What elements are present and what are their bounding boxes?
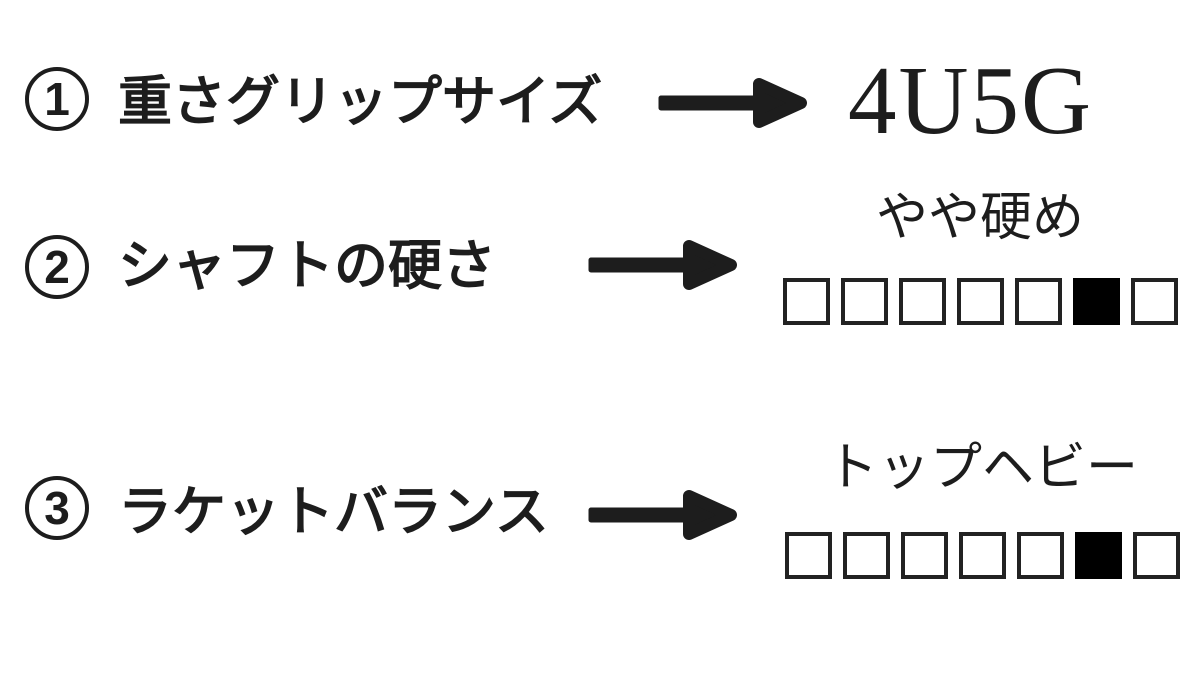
arrow-right-icon bbox=[588, 240, 737, 290]
scale-box bbox=[842, 532, 890, 579]
shaft-stiffness-result: やや硬め bbox=[770, 190, 1190, 325]
scale-box-filled bbox=[1072, 278, 1120, 325]
scale-box-filled bbox=[1074, 532, 1122, 579]
racket-balance-result: トップヘビー bbox=[772, 440, 1192, 579]
spec-value-shaft-stiffness: やや硬め bbox=[875, 189, 1084, 247]
scale-box bbox=[840, 278, 888, 325]
scale-box bbox=[1014, 278, 1062, 325]
item-number-circle-1: 1 bbox=[25, 67, 89, 131]
arrow-right-icon bbox=[588, 490, 737, 540]
scale-box bbox=[1130, 278, 1178, 325]
spec-label-racket-balance: ラケットバランス bbox=[118, 482, 549, 542]
spec-label-shaft-stiffness: シャフトの硬さ bbox=[118, 236, 496, 296]
spec-value-racket-balance: トップヘビー bbox=[825, 439, 1138, 497]
scale-box bbox=[1132, 532, 1180, 579]
scale-box bbox=[898, 278, 946, 325]
scale-box bbox=[784, 532, 832, 579]
scale-box bbox=[958, 532, 1006, 579]
spec-value-weight-grip-size: 4U5G bbox=[848, 47, 1094, 154]
scale-box bbox=[900, 532, 948, 579]
item-number-circle-2: 2 bbox=[25, 235, 89, 299]
arrow-right-icon bbox=[658, 78, 807, 128]
item-number-3: 3 bbox=[44, 482, 70, 534]
scale-box bbox=[1016, 532, 1064, 579]
scale-box bbox=[956, 278, 1004, 325]
item-number-1: 1 bbox=[44, 73, 70, 125]
spec-label-weight-grip-size: 重さグリップサイズ bbox=[118, 72, 603, 132]
item-number-2: 2 bbox=[44, 241, 70, 293]
item-number-circle-3: 3 bbox=[25, 476, 89, 540]
shaft-stiffness-scale bbox=[770, 278, 1190, 325]
racket-balance-scale bbox=[772, 532, 1192, 579]
scale-box bbox=[782, 278, 830, 325]
